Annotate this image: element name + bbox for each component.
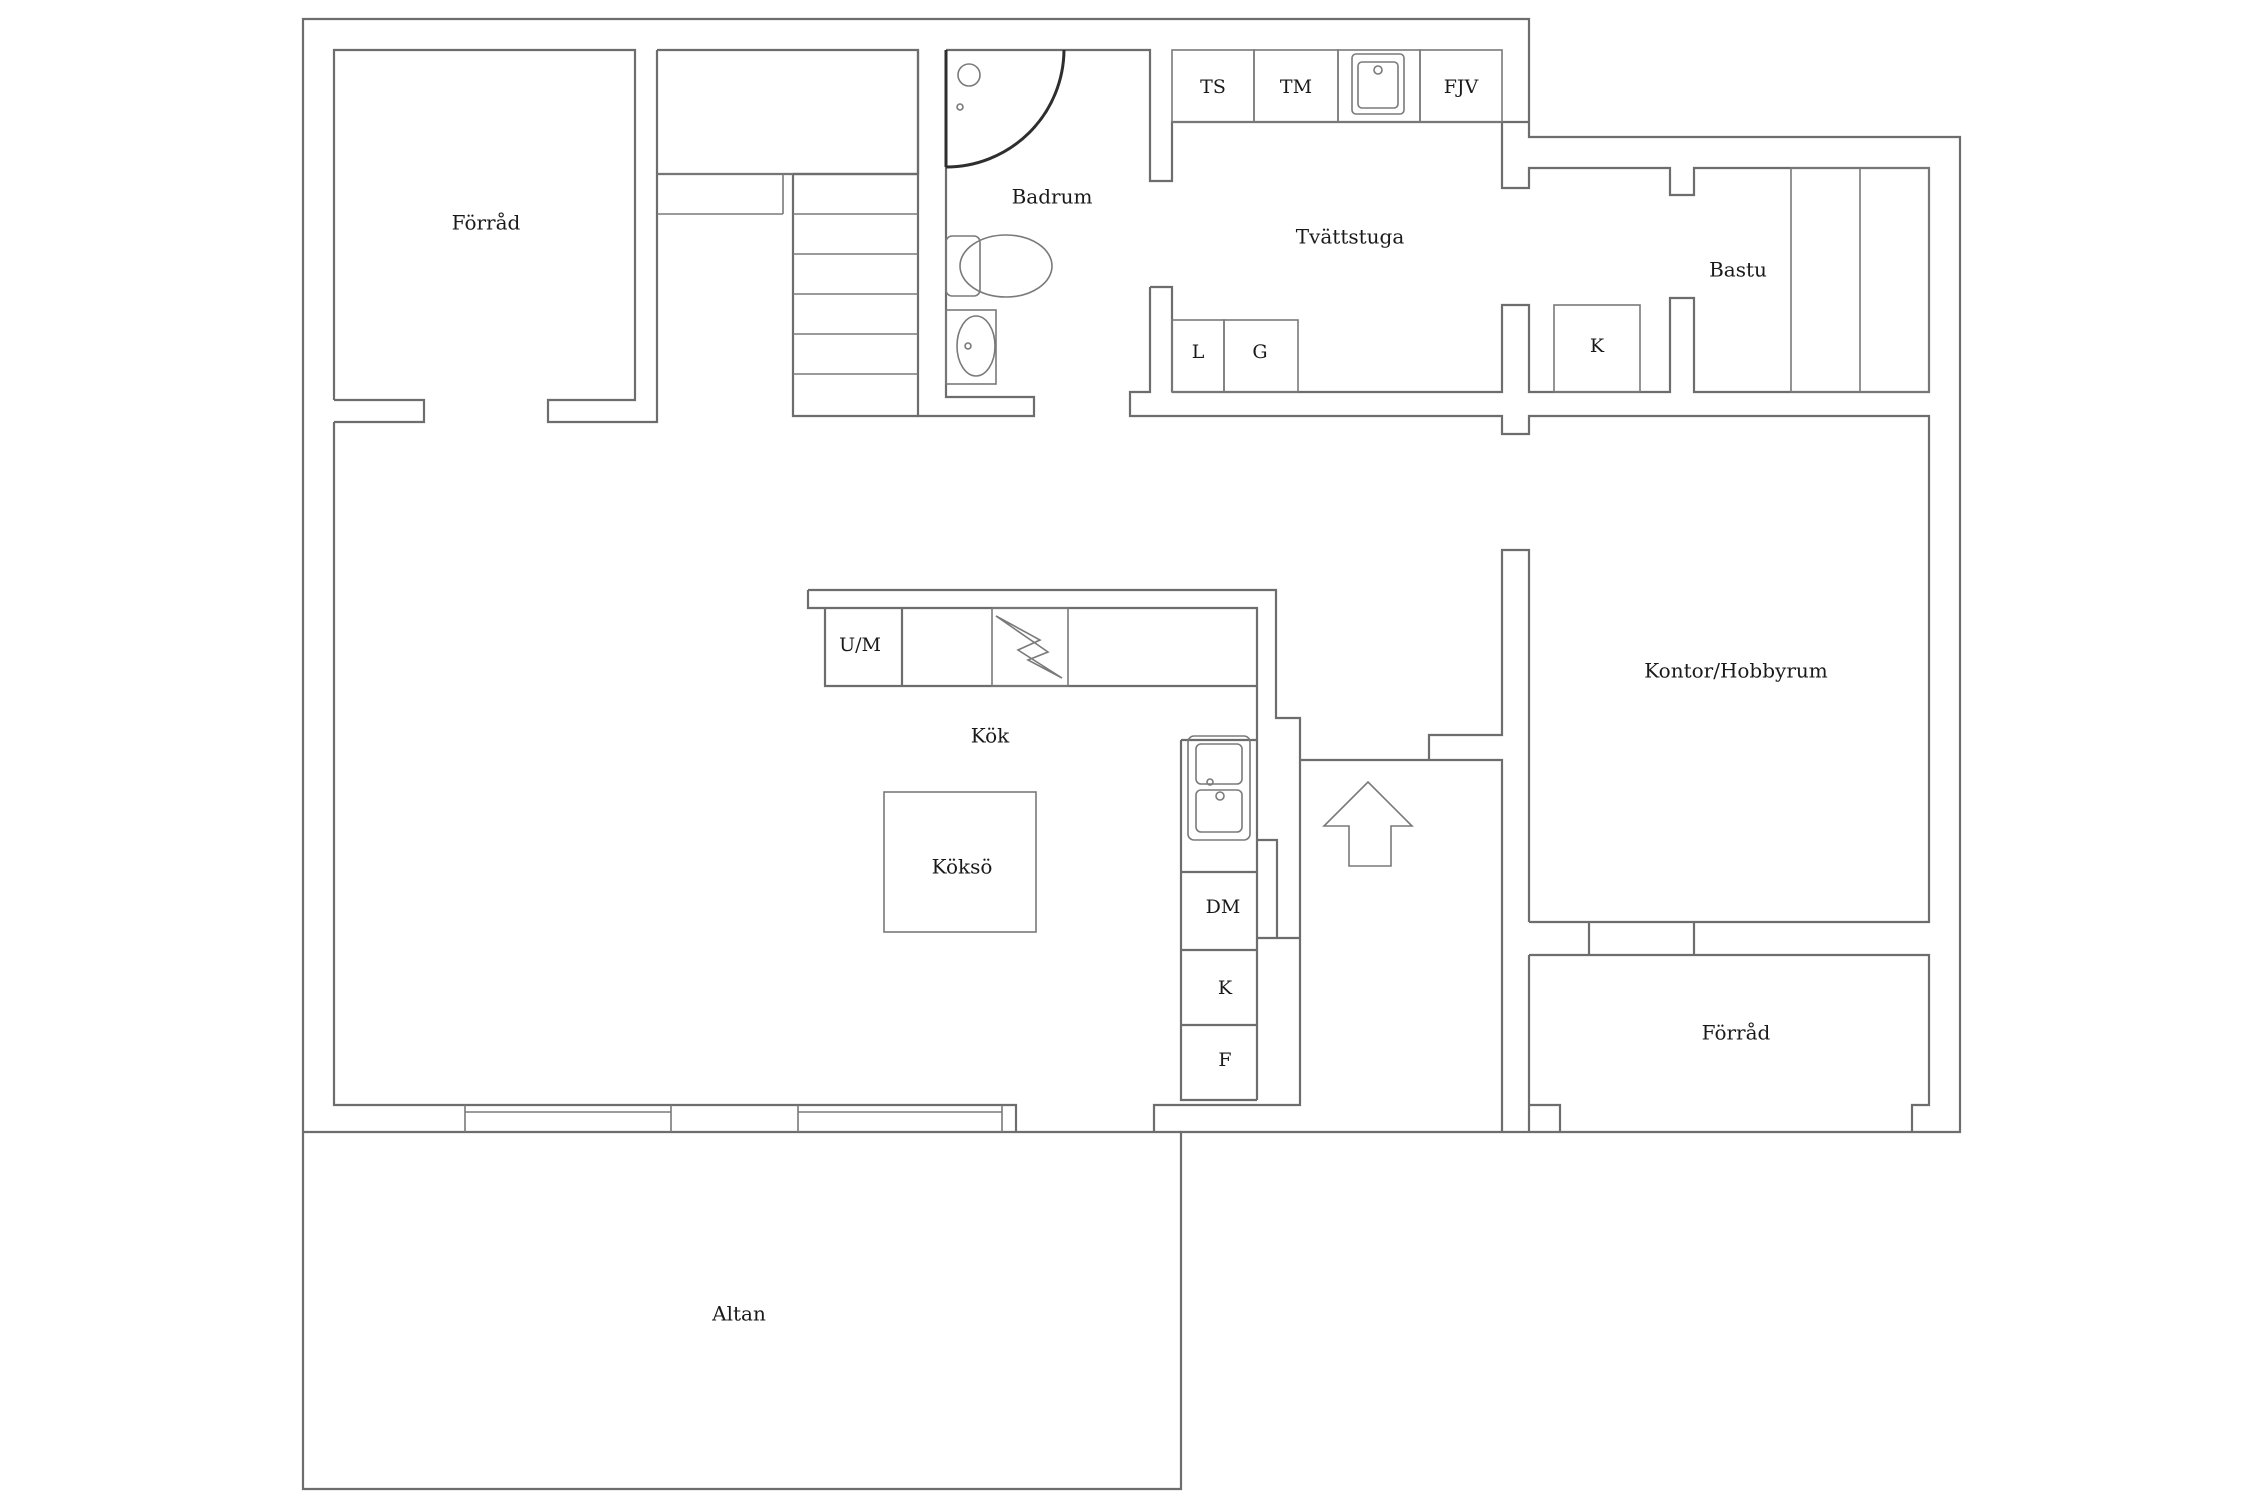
stove-icon [991,607,1069,687]
appliance-label-tm: TM [1280,76,1312,98]
room-label-altan: Altan [711,1302,766,1326]
room-label-forrad-top: Förråd [452,211,521,235]
appliance-label-dm: DM [1206,896,1241,918]
appliance-label-fjv: FJV [1444,76,1479,98]
sink-icon [1351,53,1405,115]
room-label-bastu: Bastu [1709,258,1767,282]
kitchen-island [883,791,1037,933]
room-label-koksoe: Köksö [932,855,993,879]
sink-icon [1187,735,1251,841]
room-label-forrad-right: Förråd [1702,1021,1771,1045]
interior-walls [332,48,1931,1132]
appliance-label-f: F [1218,1049,1231,1071]
room-label-kontor: Kontor/Hobbyrum [1644,659,1828,683]
staircase-icon [657,172,918,418]
toilet-icon [945,234,1053,298]
shower-icon [944,49,1066,169]
laundry-appliances [1171,49,1930,393]
appliance-label-ts: TS [1200,76,1226,98]
outer-walls [301,17,1962,1491]
entrance-arrow-icon [1322,780,1414,867]
appliance-label-k-bastu: K [1590,335,1605,357]
appliance-label-l: L [1192,341,1205,363]
washbasin-icon [945,309,997,385]
appliance-label-k-kitchen: K [1218,977,1233,999]
appliance-label-um: U/M [839,634,881,656]
room-label-tvattstuga: Tvättstuga [1296,225,1405,249]
room-label-badrum: Badrum [1012,185,1093,209]
room-label-kok: Kök [971,724,1010,748]
appliance-label-g: G [1252,341,1267,363]
